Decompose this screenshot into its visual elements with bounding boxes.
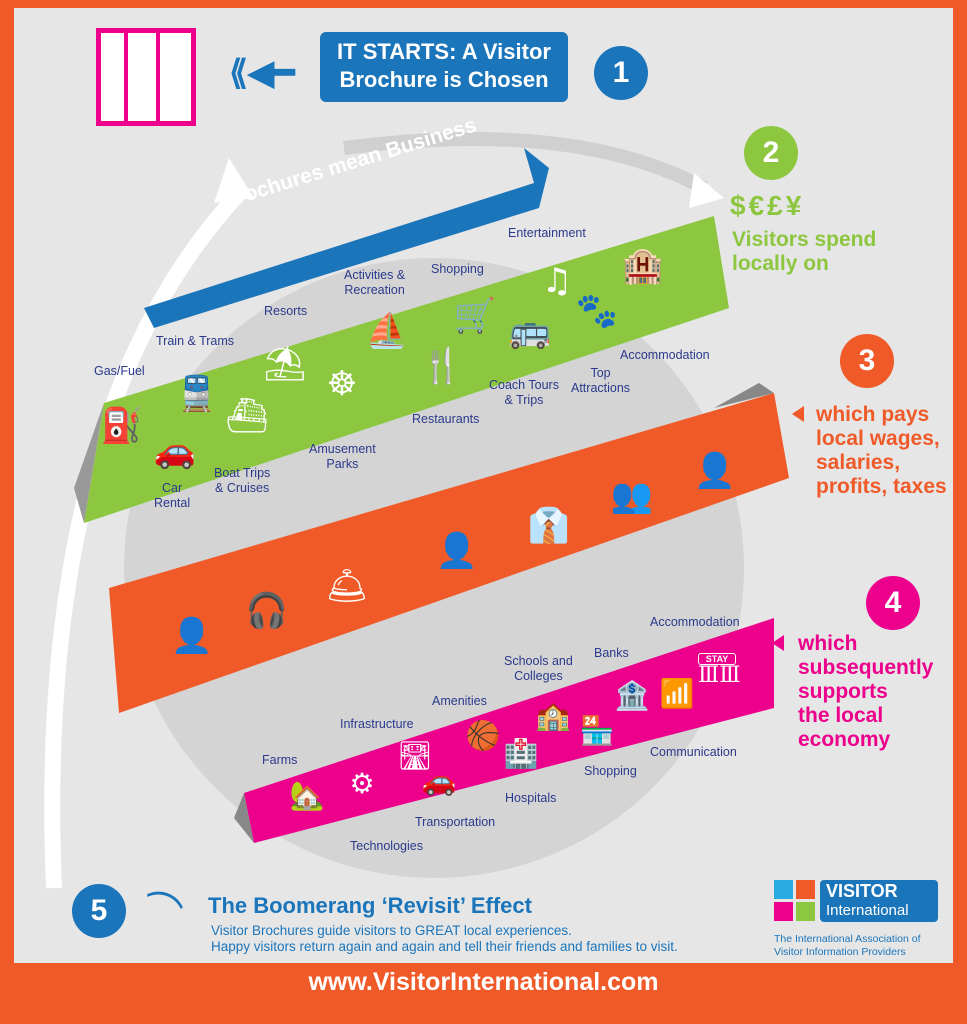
car-icon: 🚗: [153, 431, 197, 471]
stay-hotel-icon: STAY ⅢⅢ: [698, 653, 741, 688]
brochures-banner-shape: [144, 148, 549, 328]
label-shopping: Shopping: [431, 262, 484, 276]
farm-icon: 🏡: [289, 779, 325, 812]
pink-band: [244, 618, 774, 843]
step-3-badge: 3: [840, 334, 894, 388]
website-url[interactable]: www.VisitorInternational.com: [308, 968, 659, 996]
staff-icon: 👤: [170, 616, 214, 656]
call-center-icon: 🎧: [245, 591, 289, 631]
title-line-1: IT STARTS: A Visitor: [337, 39, 551, 64]
fuel-pump-icon: ⛽: [100, 406, 144, 446]
waiter-icon: 🛎: [325, 566, 369, 606]
train-icon: 🚆: [175, 374, 219, 414]
label-entertainment: Entertainment: [508, 226, 586, 240]
school-icon: 🏫: [535, 699, 571, 732]
step-5-badge: 5: [72, 884, 126, 938]
group-icon: 👥: [610, 476, 654, 516]
label-train-trams: Train & Trams: [156, 334, 235, 348]
label-banks: Banks: [594, 646, 629, 660]
bus-icon: 🚌: [508, 311, 552, 351]
label-technologies: Technologies: [350, 839, 423, 853]
label-accommodation: Accommodation: [620, 348, 710, 362]
title-line-2: Brochure is Chosen: [339, 67, 549, 92]
music-note-icon: ♫: [541, 261, 573, 301]
pointer-icon: [772, 635, 784, 651]
footer-title: The Boomerang ‘Revisit’ Effect: [208, 893, 532, 918]
label-boat-trips: Boat Trips& Cruises: [214, 466, 271, 495]
globe-and-bands: [44, 132, 789, 889]
bank-icon: 🏦: [614, 679, 650, 712]
pointer-icon: [704, 232, 716, 248]
left-arrow-icon: ⟪◀━: [229, 54, 295, 92]
logo-icons: [774, 880, 816, 922]
antenna-icon: 📶: [659, 677, 695, 710]
label-restaurants: Restaurants: [412, 412, 480, 426]
footer-text: Visitor Brochures guide visitors to GREA…: [211, 923, 678, 954]
label-shopping-2: Shopping: [584, 764, 637, 778]
umbrella-icon: ⛱: [263, 344, 307, 384]
boat-icon: ⛴: [225, 396, 269, 436]
label-hospitals: Hospitals: [505, 791, 557, 805]
step-1-badge: 1: [594, 46, 648, 100]
label-activities: Activities &Recreation: [344, 268, 406, 297]
robot-arm-icon: ⚙: [349, 767, 375, 800]
label-farms: Farms: [262, 753, 298, 767]
label-infrastructure: Infrastructure: [340, 717, 414, 731]
label-amenities: Amenities: [432, 694, 487, 708]
step-2-badge: 2: [744, 126, 798, 180]
infographic-panel: ⟪◀━ IT STARTS: A Visitor Brochure is Cho…: [14, 8, 953, 963]
green-band: [84, 216, 729, 523]
ferris-wheel-icon: ☸: [326, 364, 358, 404]
fork-knife-icon: 🍴: [420, 346, 464, 386]
label-gas-fuel: Gas/Fuel: [94, 364, 145, 378]
label-accommodation-2: Accommodation: [650, 615, 740, 629]
store-icon: 🏪: [579, 714, 615, 747]
kayak-icon: ⛵: [365, 311, 409, 351]
label-resorts: Resorts: [264, 304, 308, 318]
brochure-icon: [84, 28, 224, 128]
bellhop-icon: 👤: [435, 531, 479, 571]
hospital-icon: 🏥: [503, 737, 539, 770]
label-communication: Communication: [650, 745, 737, 759]
hotel-icon: 🏨: [621, 246, 665, 286]
step-4-badge: 4: [866, 576, 920, 630]
paw-icon: 🐾: [575, 291, 619, 331]
title-box: IT STARTS: A Visitor Brochure is Chosen: [320, 32, 568, 102]
woman-icon: 👤: [693, 451, 737, 491]
currency-symbols: $€£¥: [730, 190, 805, 221]
basketball-hoop-icon: 🏀: [465, 719, 501, 752]
label-coach-tours: Coach Tours& Trips: [489, 378, 559, 407]
road-icon: 🛣: [397, 739, 433, 772]
car-icon: 🚗: [421, 764, 457, 797]
orange-band: [109, 393, 789, 713]
label-transportation: Transportation: [415, 815, 496, 829]
visitor-international-logo: VISITOR International: [820, 880, 938, 922]
businessman-icon: 👔: [527, 506, 571, 546]
cart-icon: 🛒: [453, 296, 497, 336]
pointer-icon: [792, 406, 804, 422]
